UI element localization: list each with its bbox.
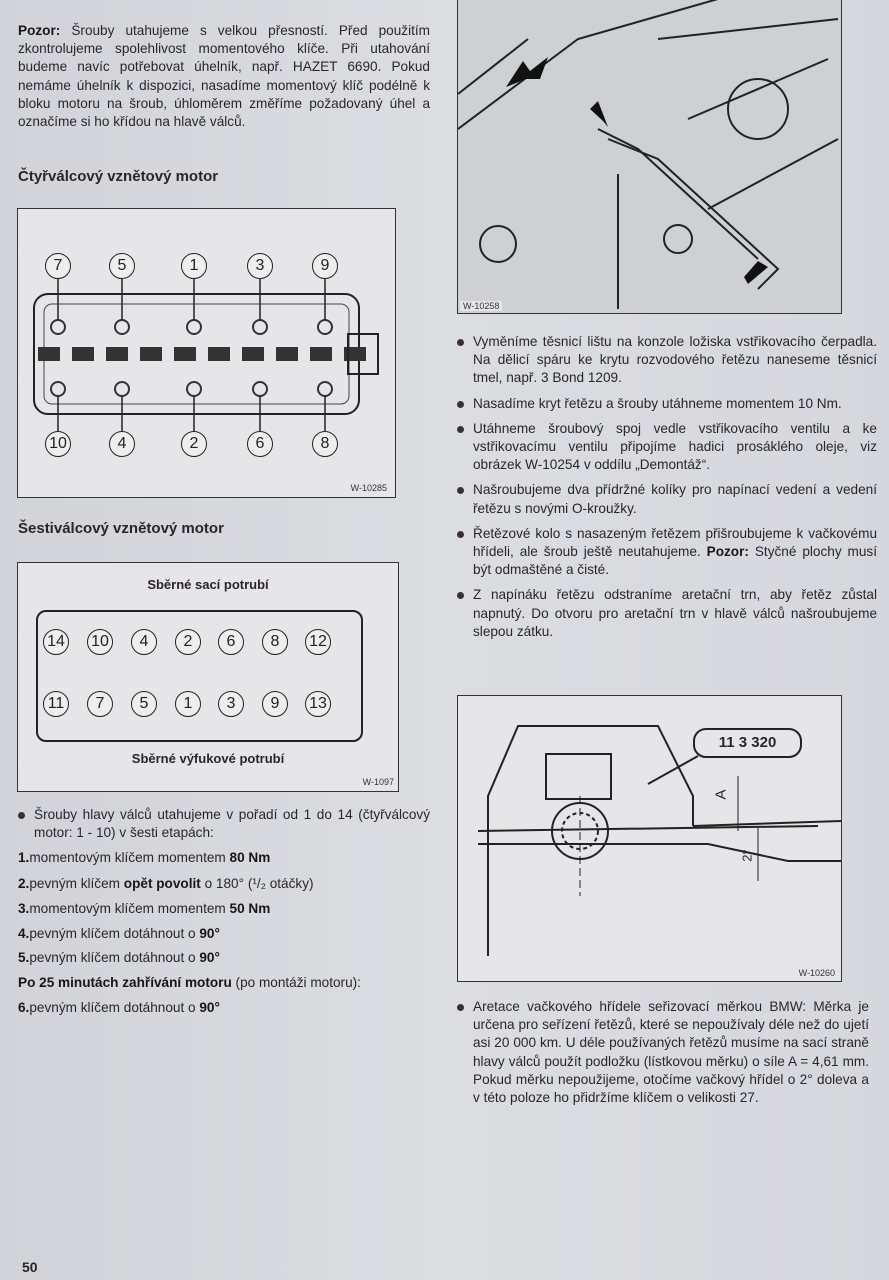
bolt-number: 3 [247,253,273,279]
bolt-number: 8 [262,629,288,655]
bullet-icon [18,812,25,819]
step-6: 6.pevným klíčem dotáhnout o 90° [18,1000,220,1015]
cylinder-head-drawing [33,279,379,431]
figure-camshaft-gauge: 11 3 320 A 2° W-10260 [457,695,842,982]
figure-label: W-10260 [798,968,835,978]
step-4: 4.pevným klíčem dotáhnout o 90° [18,926,220,941]
bullet-item: Z napínáku řetězu odstraníme aretační tr… [457,586,877,641]
step-3: 3.momentovým klíčem momentem 50 Nm [18,901,271,916]
warm-note: Po 25 minutách zahřívání motoru (po mont… [18,975,361,990]
bolt-number: 4 [131,629,157,655]
bolt-number: 1 [181,253,207,279]
bolt-number: 14 [43,629,69,655]
bullet-item: Utáhneme šroubový spoj vedle vstřikovací… [457,420,877,475]
bullet-item: Našroubujeme dva přídržné kolíky pro nap… [457,481,877,517]
figure-label: W-10258 [460,301,503,311]
tool-number-callout: 11 3 320 [693,728,802,758]
bolt-number: 8 [312,431,338,457]
bolt-number: 7 [45,253,71,279]
bolt-number: 9 [312,253,338,279]
figure-label: W-1097 [362,777,394,787]
heading-6cyl: Šestiválcový vznětový motor [18,520,224,537]
bolt-number: 6 [218,629,244,655]
page-number: 50 [22,1259,38,1275]
bolt-number: 2 [175,629,201,655]
bullet-icon [457,1004,464,1011]
gauge-drawing [477,725,842,956]
bullet-icon [457,425,464,433]
engine-drawing [457,0,839,309]
tightening-bullet: Šrouby hlavy válců utahujeme v pořadí od… [18,806,430,849]
bolt-number: 5 [109,253,135,279]
step-1: 1.momentovým klíčem momentem 80 Nm [18,850,271,865]
bolt-number: 1 [175,691,201,717]
bolt-number: 4 [109,431,135,457]
gauge-paragraph: Aretace vačkového hřídele seřizovací měr… [457,998,869,1114]
exhaust-manifold-label: Sběrné výfukové potrubí [131,751,285,766]
bolt-number: 7 [87,691,113,717]
bolt-number: 13 [305,691,331,717]
figure-6cyl-bolt-order: Sběrné sací potrubí W-1097 Sběrné výfuko… [17,562,399,792]
figure-engine-photo: W-10258 [457,0,842,314]
bolt-number: 12 [305,629,331,655]
intake-manifold-label: Sběrné sací potrubí [147,577,269,592]
bolt-number: 5 [131,691,157,717]
dimension-a-label: A [712,789,730,800]
step-5: 5.pevným klíčem dotáhnout o 90° [18,950,220,965]
bolt-number: 2 [181,431,207,457]
bolt-number: 10 [87,629,113,655]
bolt-number: 11 [43,691,69,717]
cylinder-head-outline [36,610,363,742]
figure-4cyl-bolt-order: 7 5 1 3 9 10 4 2 6 8 W-10285 [17,208,396,498]
bullet-icon [457,530,464,538]
figure-label: W-10285 [350,483,387,493]
bullet-icon [457,339,464,346]
bullet-item: Řetězové kolo s nasazeným řetězem přišro… [457,525,877,580]
bolt-number: 9 [262,691,288,717]
bullet-item: Vyměníme těsnicí lištu na konzole ložisk… [457,333,877,388]
bullet-icon [457,400,464,408]
angle-label: 2° [739,849,755,862]
bolt-number: 6 [247,431,273,457]
heading-4cyl: Čtyřválcový vznětový motor [18,168,219,185]
intro-paragraph: Pozor: Šrouby utahujeme s velkou přesnos… [18,23,430,130]
bolt-number: 3 [218,691,244,717]
bullet-icon [457,487,464,495]
bolt-number: 10 [45,431,71,457]
bullet-icon [457,592,464,600]
bullet-item: Nasadíme kryt řetězu a šrouby utáhneme m… [457,395,877,413]
step-2: 2.pevným klíčem opět povolit o 180° (¹/₂… [18,876,314,891]
right-bullets: Vyměníme těsnicí lištu na konzole ložisk… [457,333,877,648]
